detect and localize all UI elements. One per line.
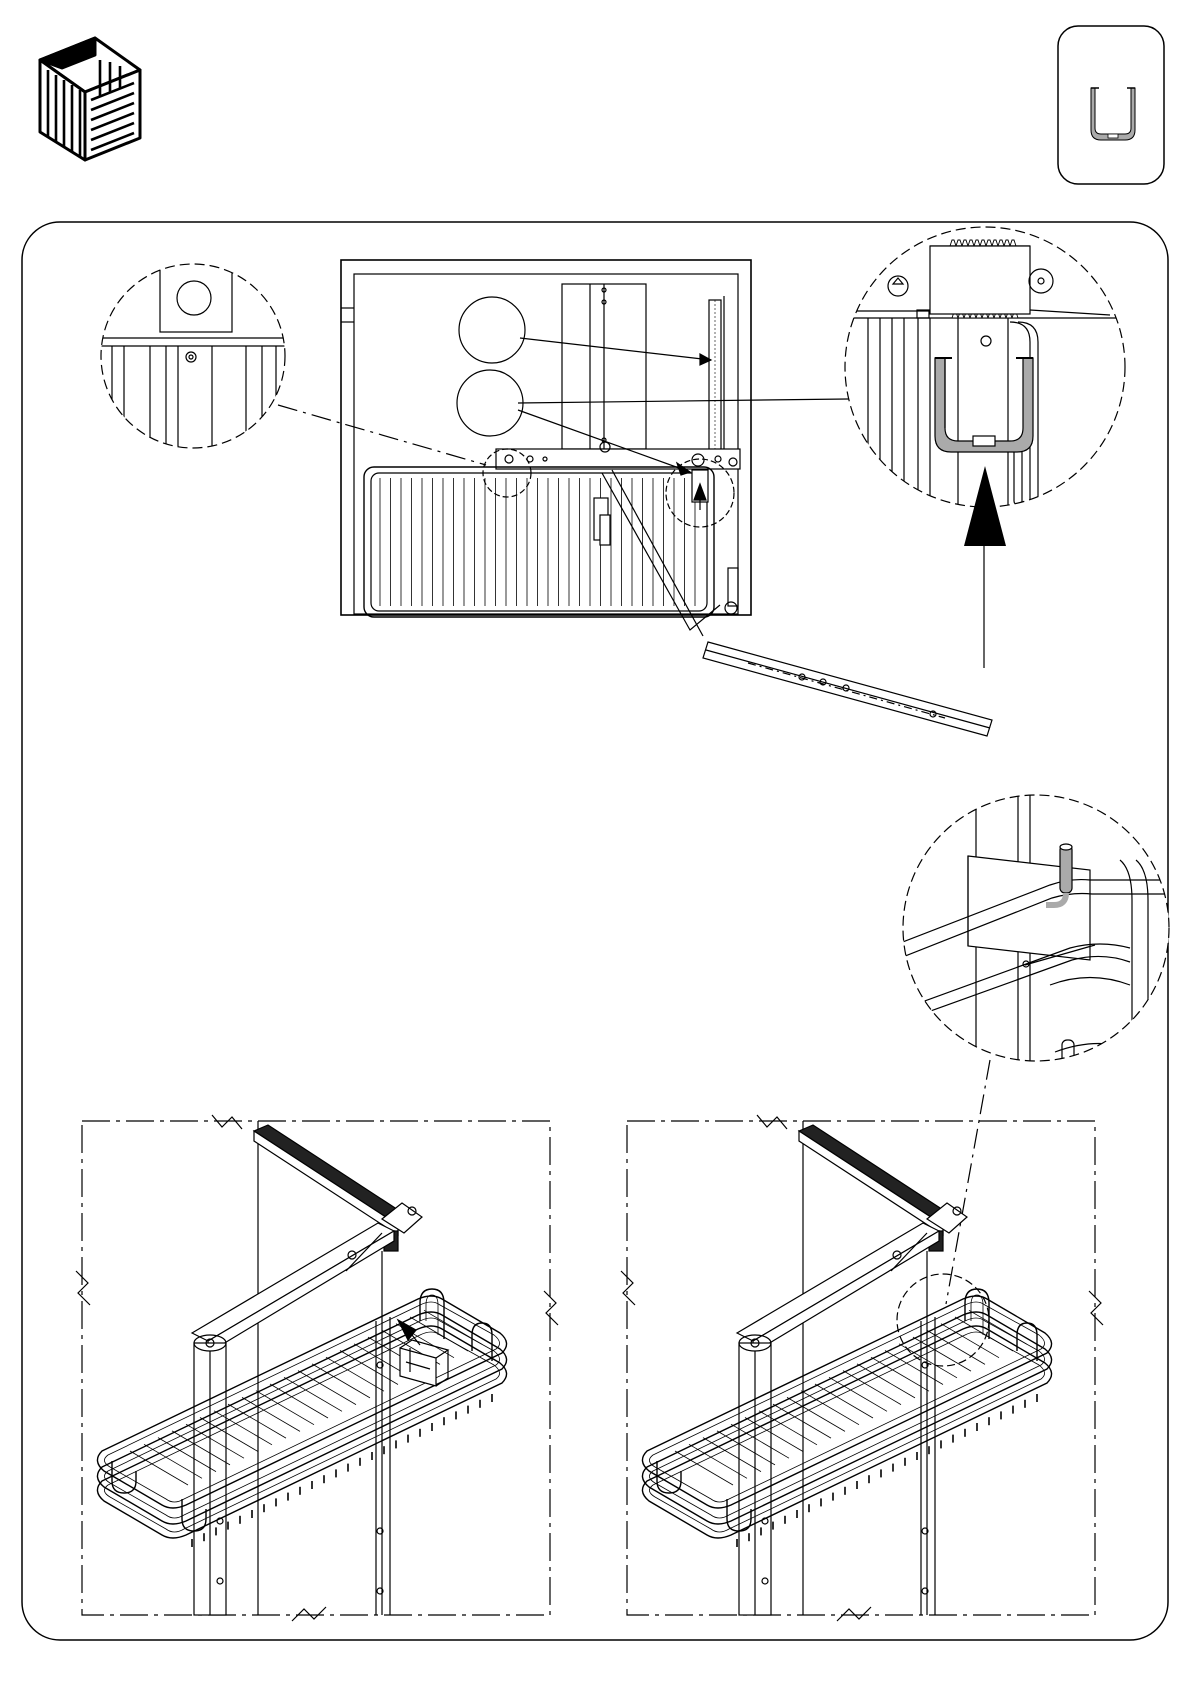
- after-detail-circle: [897, 1274, 989, 1366]
- magnifier-rail-screw: [90, 260, 300, 460]
- magnifier-u-clip: [845, 225, 1130, 668]
- callout-bubble-2: [457, 370, 523, 436]
- basket-before-clip: [76, 1115, 558, 1621]
- logo-icon: [40, 38, 140, 160]
- callout-bubble-1: [459, 297, 525, 363]
- top-view-callouts: [278, 297, 928, 527]
- basket-after-clip: [621, 1115, 1103, 1621]
- part-badge: [1058, 26, 1164, 184]
